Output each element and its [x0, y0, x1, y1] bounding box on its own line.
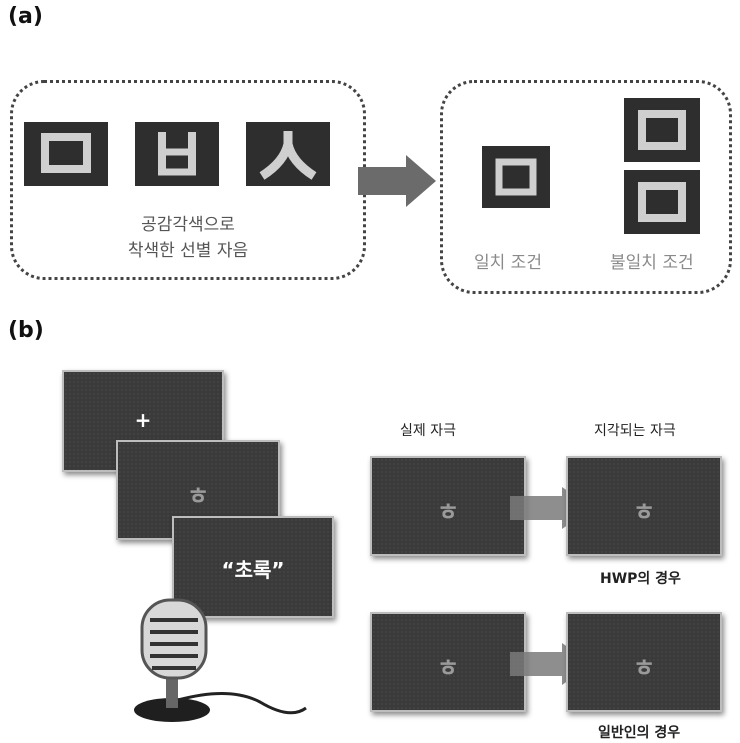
- normal-case-caption: 일반인의 경우: [598, 725, 681, 741]
- right-arrow-icon: [358, 155, 436, 207]
- mismatch-tile-bottom: [624, 170, 700, 234]
- mismatch-top-glyph: [638, 110, 686, 150]
- normal-perceived-char: ㅎ: [632, 654, 656, 682]
- match-condition-tile: [482, 146, 550, 208]
- mieum-glyph: [41, 133, 91, 173]
- consonant-tile-bieup: [135, 122, 219, 186]
- panel-a-label: (a): [8, 4, 43, 29]
- consonant-tile-mieum: [24, 122, 108, 186]
- normal-actual-char: ㅎ: [436, 654, 460, 682]
- consonant-caption: 공감각색으로 착색한 선별 자음: [10, 212, 366, 264]
- consonant-caption-line2: 착색한 선별 자음: [127, 241, 249, 261]
- perceived-stimulus-header: 지각되는 자극: [594, 423, 676, 439]
- mismatch-tile-top: [624, 98, 700, 162]
- spoken-word: “초록”: [221, 558, 285, 582]
- match-caption: 일치 조건: [474, 253, 542, 273]
- mismatch-bottom-glyph: [638, 182, 686, 222]
- hwp-perceived-screen: ㅎ: [566, 456, 722, 556]
- condition-box: [440, 80, 732, 294]
- hwp-perceived-char: ㅎ: [632, 498, 656, 526]
- normal-actual-screen: ㅎ: [370, 612, 526, 712]
- siot-glyph: [259, 131, 317, 180]
- panel-b-label: (b): [8, 318, 44, 343]
- hwp-actual-char: ㅎ: [436, 498, 460, 526]
- consonant-tile-siot: [246, 122, 330, 186]
- normal-perceived-screen: ㅎ: [566, 612, 722, 712]
- actual-stimulus-header: 실제 자극: [400, 423, 456, 439]
- stimulus-char: ㅎ: [186, 482, 210, 510]
- hwp-actual-screen: ㅎ: [370, 456, 526, 556]
- fixation-cross: +: [134, 408, 152, 432]
- hwp-case-caption: HWP의 경우: [600, 571, 681, 587]
- consonant-caption-line1: 공감각색으로: [141, 215, 235, 235]
- response-screen: “초록”: [172, 516, 334, 618]
- match-glyph: [495, 158, 537, 196]
- microphone-icon: [134, 598, 307, 722]
- mismatch-caption: 불일치 조건: [610, 253, 694, 273]
- bieup-glyph: [158, 132, 196, 176]
